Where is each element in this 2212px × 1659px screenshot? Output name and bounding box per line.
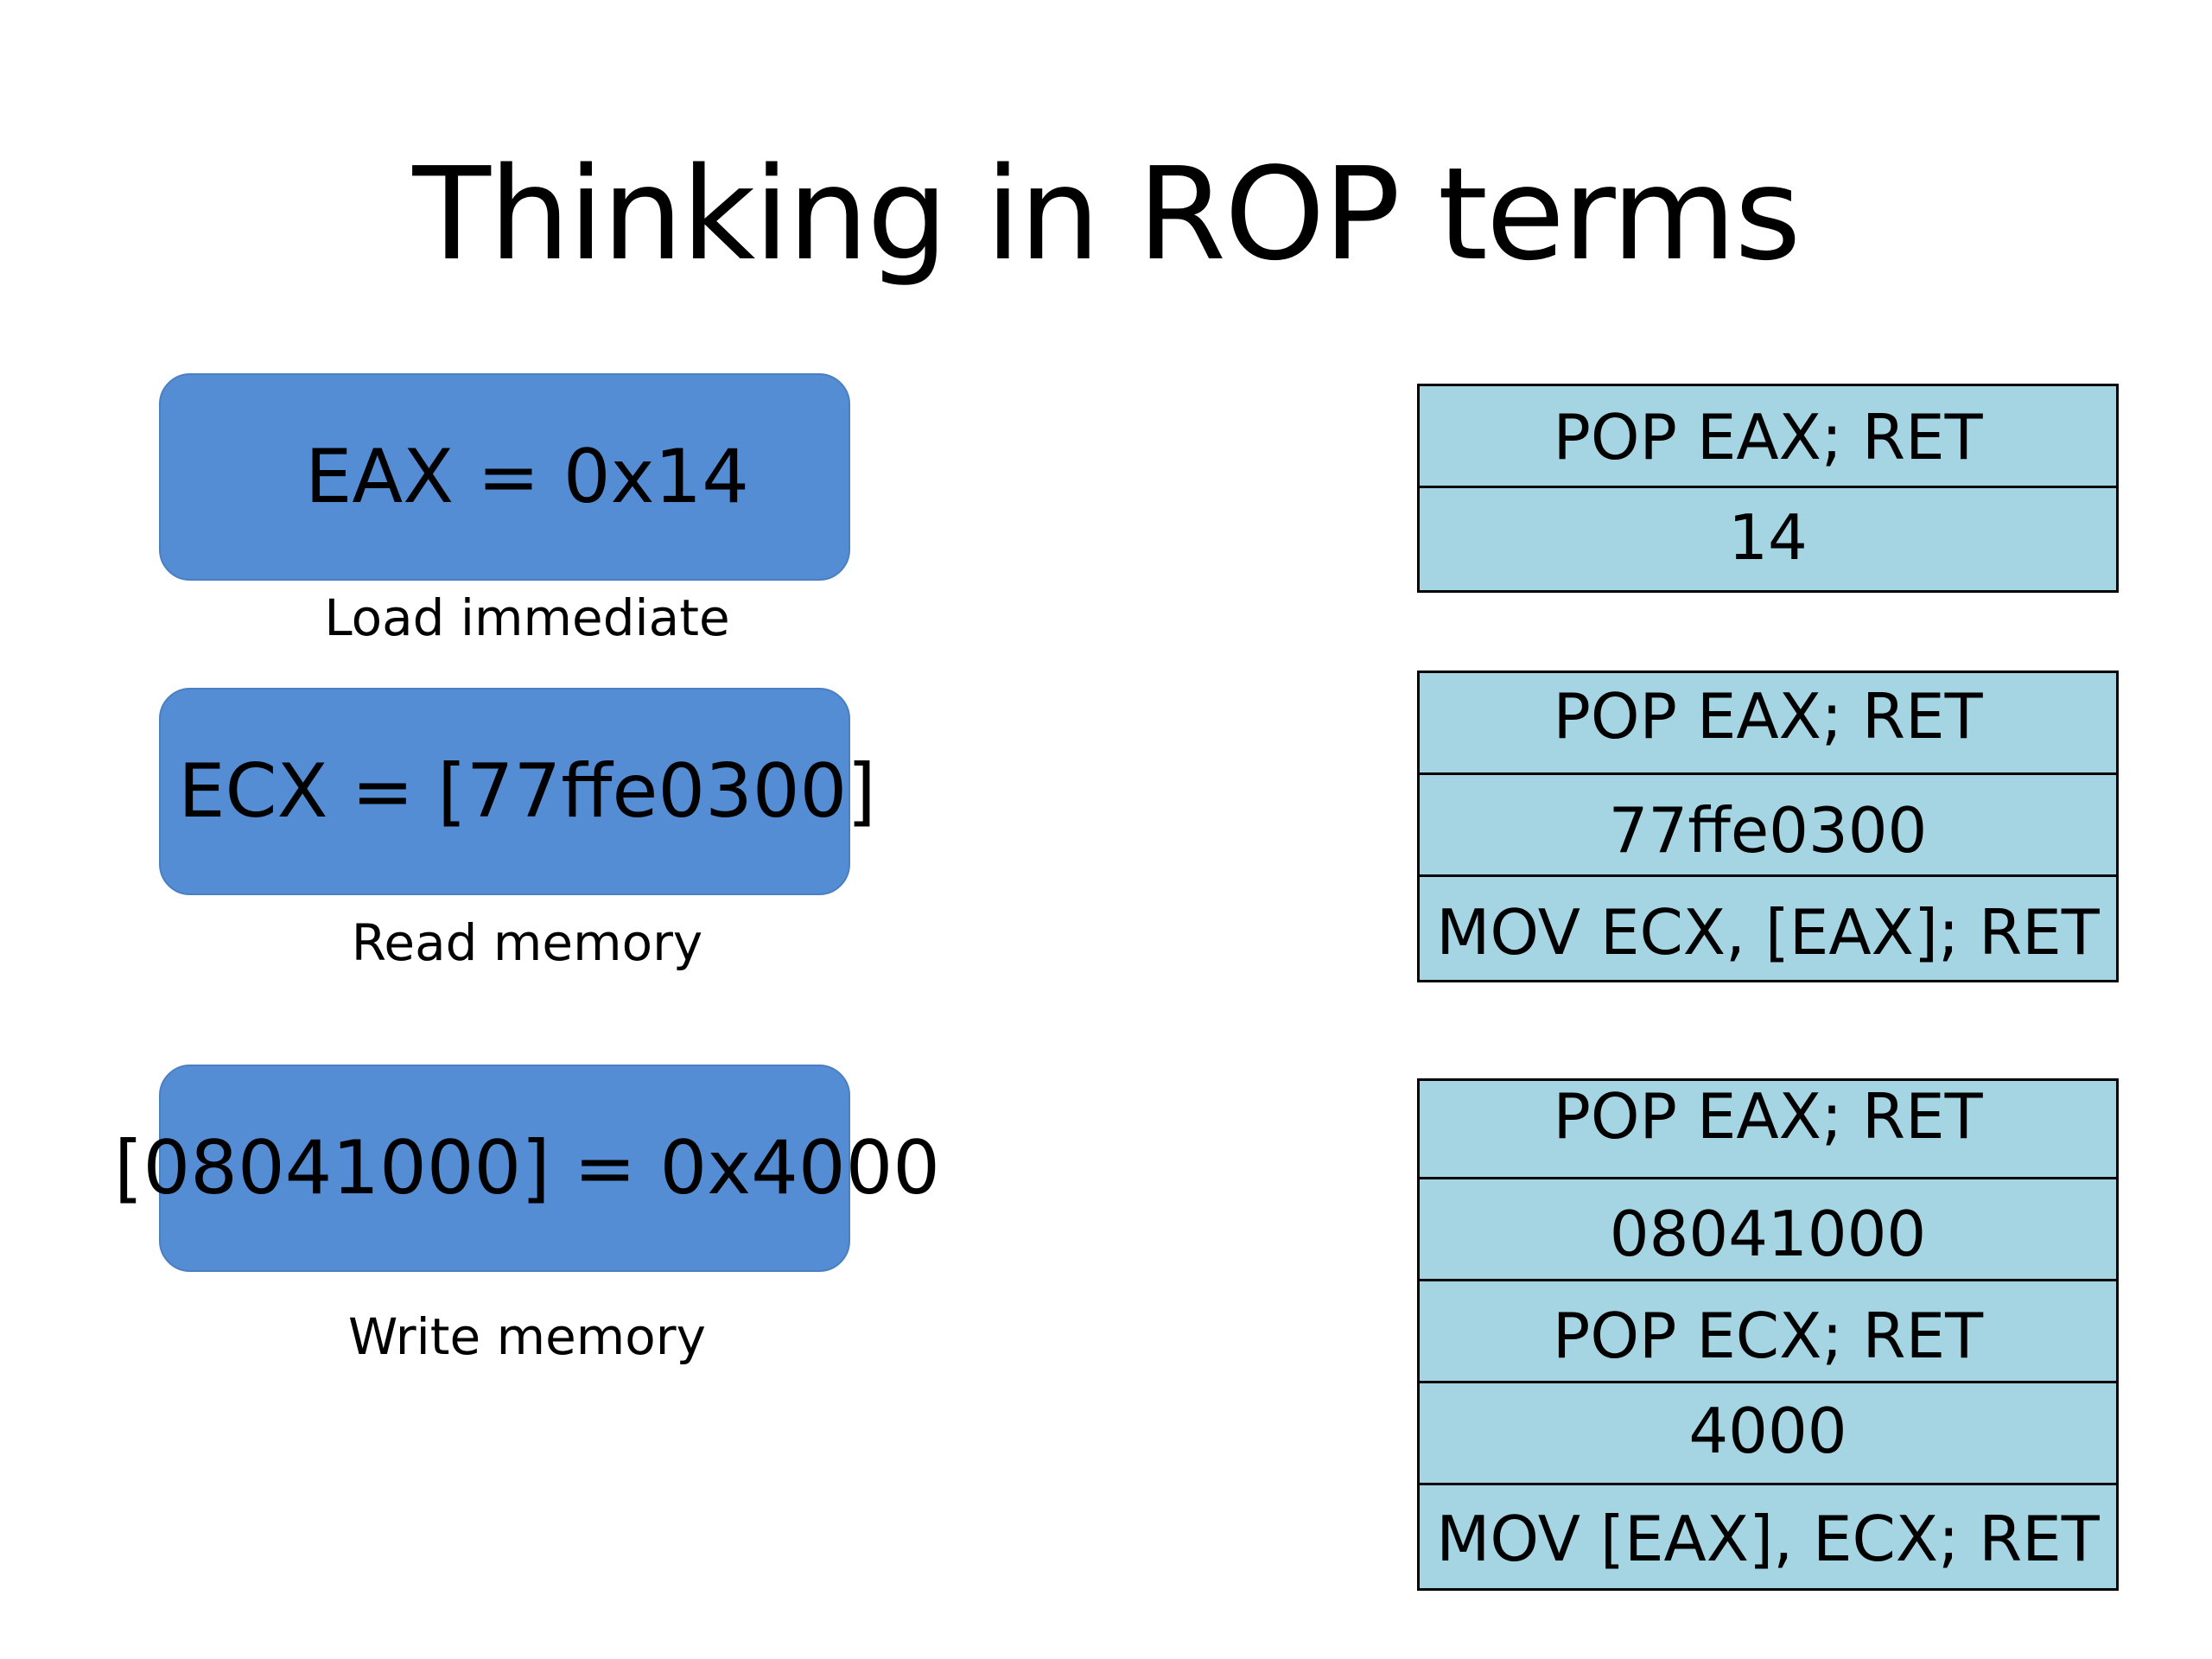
write-memory-expression: [08041000] = 0x4000 <box>113 1125 941 1211</box>
read-memory-expression: ECX = [77ffe0300] <box>178 748 876 835</box>
write-memory-box <box>159 1065 850 1272</box>
load-immediate-box <box>159 373 850 581</box>
stack-cell-gadget: POP EAX; RET <box>1420 386 2116 488</box>
stack-cell-gadget: MOV [EAX], ECX; RET <box>1420 1485 2116 1588</box>
stack-cell-gadget: POP EAX; RET <box>1420 1081 2116 1179</box>
stack-cell-value: 77ffe0300 <box>1420 775 2116 877</box>
stack-cell-value: 4000 <box>1420 1383 2116 1485</box>
read-memory-caption: Read memory <box>351 913 703 972</box>
stack-cell-gadget: POP EAX; RET <box>1420 673 2116 775</box>
stack-cell-gadget: MOV ECX, [EAX]; RET <box>1420 877 2116 980</box>
read-memory-box <box>159 688 850 895</box>
stack-cell-gadget: POP ECX; RET <box>1420 1281 2116 1383</box>
write-memory-stack: POP EAX; RET 08041000 POP ECX; RET 4000 … <box>1417 1078 2119 1591</box>
load-immediate-expression: EAX = 0x14 <box>305 434 749 520</box>
load-immediate-stack: POP EAX; RET 14 <box>1417 384 2119 593</box>
stack-cell-value: 08041000 <box>1420 1179 2116 1281</box>
write-memory-caption: Write memory <box>348 1307 706 1366</box>
stack-cell-value: 14 <box>1420 488 2116 590</box>
read-memory-stack: POP EAX; RET 77ffe0300 MOV ECX, [EAX]; R… <box>1417 671 2119 982</box>
slide-title: Thinking in ROP terms <box>412 140 1802 289</box>
load-immediate-caption: Load immediate <box>324 588 730 647</box>
